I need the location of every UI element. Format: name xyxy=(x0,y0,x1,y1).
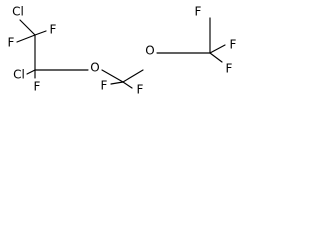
bond-c1-f-right xyxy=(34,30,47,36)
atom-label-f-c1-right: F xyxy=(50,23,57,37)
atom-label-cl-top: Cl xyxy=(12,5,24,19)
chemical-structure-diagram: Cl F F Cl F O F F O F F F xyxy=(8,5,237,97)
bond-cf3-f-right xyxy=(209,44,226,54)
atom-label-o-ether: O xyxy=(90,61,99,75)
atom-label-cl-bottom: Cl xyxy=(13,68,25,82)
atom-label-f-c3-left: F xyxy=(101,79,108,93)
atom-label-f-cf3-bottom: F xyxy=(226,62,233,76)
bond-o-ether-c3 xyxy=(101,69,124,83)
atom-label-f-cf3-right: F xyxy=(230,38,237,52)
atom-label-f-cf3-top: F xyxy=(195,5,202,19)
atom-label-f-c1-left: F xyxy=(8,36,15,50)
bonds xyxy=(16,17,226,89)
bond-c3-f-right xyxy=(122,81,133,89)
atom-labels: Cl F F Cl F O F F O F F F xyxy=(8,5,237,97)
bond-c3-f-left xyxy=(110,81,124,85)
bond-cl-top-c1 xyxy=(19,19,36,36)
bond-c3-o-trifluoromethoxy xyxy=(122,69,144,83)
bond-cf3-f-bottom xyxy=(209,52,223,63)
bond-c2-cl-bottom xyxy=(26,69,36,75)
atom-label-f-c2-down: F xyxy=(34,80,41,94)
atom-label-f-c3-right: F xyxy=(137,83,144,97)
bond-c1-f-left xyxy=(16,34,36,43)
atom-label-o-trifluoromethoxy: O xyxy=(145,44,154,58)
